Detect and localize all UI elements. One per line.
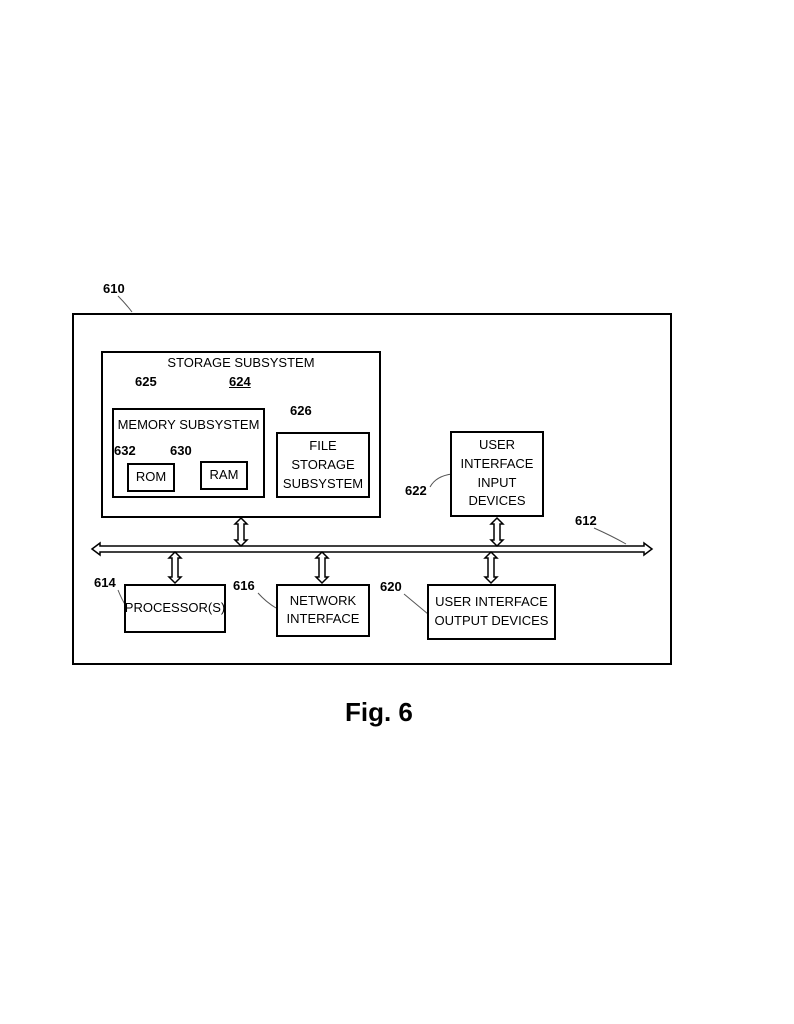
ref-624: 624 <box>229 374 251 389</box>
ui-input-label-4: DEVICES <box>468 493 526 508</box>
ui-input-label-2: INTERFACE <box>460 456 534 471</box>
file-storage-label-2: STORAGE <box>291 457 355 472</box>
memory-subsystem-label: MEMORY SUBSYSTEM <box>117 417 260 432</box>
network-interface-label-2: INTERFACE <box>286 611 360 626</box>
file-storage-box <box>276 432 370 498</box>
ui-input-label-3: INPUT <box>477 475 517 490</box>
ref-610: 610 <box>103 281 125 296</box>
ref-630: 630 <box>170 443 192 458</box>
ref-614: 614 <box>94 575 116 590</box>
ui-output-label-1: USER INTERFACE <box>435 594 548 609</box>
network-interface-box <box>276 584 370 637</box>
arrow-bus-ui-output <box>483 550 499 585</box>
arrow-bus-processor <box>167 550 183 585</box>
arrow-ui-input-bus <box>489 516 505 548</box>
processor-label: PROCESSOR(S) <box>124 600 226 615</box>
file-storage-label-3: SUBSYSTEM <box>282 476 364 491</box>
ref-626: 626 <box>290 403 312 418</box>
ref-632: 632 <box>114 443 136 458</box>
leader-612 <box>593 527 627 545</box>
leader-616 <box>257 592 277 609</box>
processor-box <box>124 584 226 633</box>
rom-box <box>127 463 175 492</box>
bus-arrow <box>90 541 654 557</box>
ui-input-label-1: USER <box>478 437 516 452</box>
network-interface-label-1: NETWORK <box>289 593 357 608</box>
ui-output-box <box>427 584 556 640</box>
system-box <box>72 313 672 665</box>
figure-caption: Fig. 6 <box>345 697 413 727</box>
ui-output-label-2: OUTPUT DEVICES <box>434 613 549 628</box>
ram-box <box>200 461 248 490</box>
ref-622: 622 <box>405 483 427 498</box>
file-storage-label-1: FILE <box>309 438 337 453</box>
ref-616: 616 <box>233 578 255 593</box>
arrow-bus-network <box>314 550 330 585</box>
ui-input-box <box>450 431 544 517</box>
arrow-storage-bus <box>233 516 249 548</box>
ram-label: RAM <box>209 467 239 482</box>
rom-label: ROM <box>135 469 167 484</box>
ref-612: 612 <box>575 513 597 528</box>
leader-620 <box>403 593 429 615</box>
ref-620: 620 <box>380 579 402 594</box>
ref-625: 625 <box>135 374 157 389</box>
leader-610 <box>117 295 133 313</box>
leader-622 <box>429 473 453 488</box>
storage-subsystem-label: STORAGE SUBSYSTEM <box>167 355 315 370</box>
